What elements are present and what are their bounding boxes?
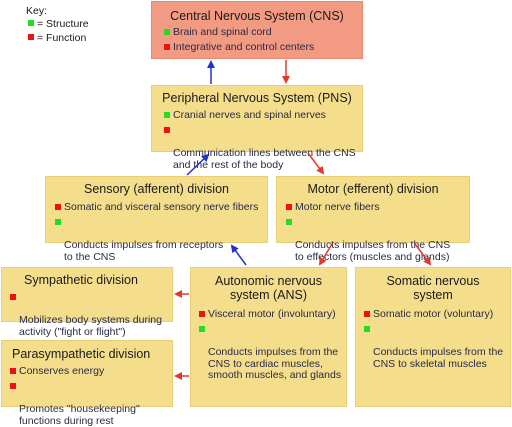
motor-box: Motor (efferent) division Motor nerve fi… <box>276 176 470 262</box>
cns-structure-item: Brain and spinal cord <box>164 26 272 39</box>
sympathetic-title: Sympathetic division <box>24 273 138 287</box>
motor-function-item: Conducts impulses from the CNS to effect… <box>286 217 450 263</box>
pns-function-item: Communication lines between the CNS and … <box>164 125 356 171</box>
function-square-icon <box>364 311 370 317</box>
ans-box: Autonomic nervous system (ANS) Visceral … <box>190 267 347 407</box>
structure-square-icon <box>55 219 61 225</box>
ans-structure-item: Conducts impulses from the CNS to cardia… <box>199 324 341 382</box>
sensory-function-item-2: Conducts impulses from receptors to the … <box>55 217 223 263</box>
somatic-item-2: Conducts impulses from the CNS to skelet… <box>373 346 504 370</box>
cns-item-1: Brain and spinal cord <box>173 26 272 38</box>
parasympathetic-item-1: Conserves energy <box>19 365 105 377</box>
somatic-function-item: Somatic motor (voluntary) <box>364 308 494 321</box>
function-square-icon <box>286 204 292 210</box>
structure-square-icon <box>364 326 370 332</box>
somatic-title: Somatic nervous system <box>386 274 480 302</box>
structure-square-icon <box>164 29 170 35</box>
structure-square-icon <box>164 112 170 118</box>
arrow-pns-to-motor <box>307 152 325 175</box>
sensory-title: Sensory (afferent) division <box>84 182 229 196</box>
function-square-icon <box>10 383 16 389</box>
pns-item-1: Cranial nerves and spinal nerves <box>173 109 326 121</box>
ans-title: Autonomic nervous system (ANS) <box>214 274 322 302</box>
parasympathetic-function-item: Conserves energy <box>10 365 105 378</box>
pns-structure-item: Cranial nerves and spinal nerves <box>164 109 326 122</box>
cns-title: Central Nervous System (CNS) <box>170 9 344 23</box>
cns-box: Central Nervous System (CNS) Brain and s… <box>151 1 363 59</box>
pns-title: Peripheral Nervous System (PNS) <box>162 91 352 105</box>
motor-structure-item: Motor nerve fibers <box>286 201 380 214</box>
structure-square-icon <box>199 326 205 332</box>
somatic-structure-item: Conducts impulses from the CNS to skelet… <box>364 324 503 370</box>
sensory-box: Sensory (afferent) division Somatic and … <box>45 176 268 262</box>
structure-square-icon <box>286 219 292 225</box>
sensory-function-item: Somatic and visceral sensory nerve fiber… <box>55 201 259 214</box>
key-title: Key: <box>26 5 48 17</box>
key-function-label: = Function <box>37 32 87 44</box>
arrow-motor-to-ans <box>318 243 333 266</box>
function-square-icon <box>55 204 61 210</box>
pns-box: Peripheral Nervous System (PNS) Cranial … <box>151 85 363 170</box>
motor-item-1: Motor nerve fibers <box>295 201 380 213</box>
arrow-sensory-to-pns <box>186 153 210 176</box>
ans-item-2: Conducts impulses from the CNS to cardia… <box>208 346 342 381</box>
arrow-motor-to-somatic <box>414 243 432 266</box>
structure-square-icon <box>28 20 34 26</box>
arrow-ans-to-sensory <box>230 244 247 266</box>
somatic-item-1: Somatic motor (voluntary) <box>373 308 494 320</box>
function-square-icon <box>10 294 16 300</box>
sensory-item-2: Conducts impulses from receptors to the … <box>64 239 224 263</box>
cns-item-2: Integrative and control centers <box>173 41 315 53</box>
key-function: = Function <box>28 32 86 44</box>
function-square-icon <box>10 368 16 374</box>
ans-item-1: Visceral motor (involuntary) <box>208 308 336 320</box>
key-structure: = Structure <box>28 18 89 30</box>
motor-item-2: Conducts impulses from the CNS to effect… <box>295 239 451 263</box>
sympathetic-function-item: Mobilizes body systems during activity (… <box>10 292 162 338</box>
motor-title: Motor (efferent) division <box>307 182 439 196</box>
key-structure-label: = Structure <box>37 18 89 30</box>
sympathetic-box: Sympathetic division Mobilizes body syst… <box>1 267 173 337</box>
parasympathetic-title: Parasympathetic division <box>12 347 151 361</box>
function-square-icon <box>164 127 170 133</box>
sympathetic-item-1: Mobilizes body systems during activity (… <box>19 314 162 338</box>
function-square-icon <box>28 34 34 40</box>
ans-function-item: Visceral motor (involuntary) <box>199 308 336 321</box>
somatic-box: Somatic nervous system Somatic motor (vo… <box>355 267 511 407</box>
pns-item-2: Communication lines between the CNS and … <box>173 147 356 171</box>
sensory-item-1: Somatic and visceral sensory nerve fiber… <box>64 201 259 213</box>
function-square-icon <box>164 44 170 50</box>
arrows-layer <box>174 60 432 380</box>
cns-function-item: Integrative and control centers <box>164 41 315 54</box>
function-square-icon <box>199 311 205 317</box>
